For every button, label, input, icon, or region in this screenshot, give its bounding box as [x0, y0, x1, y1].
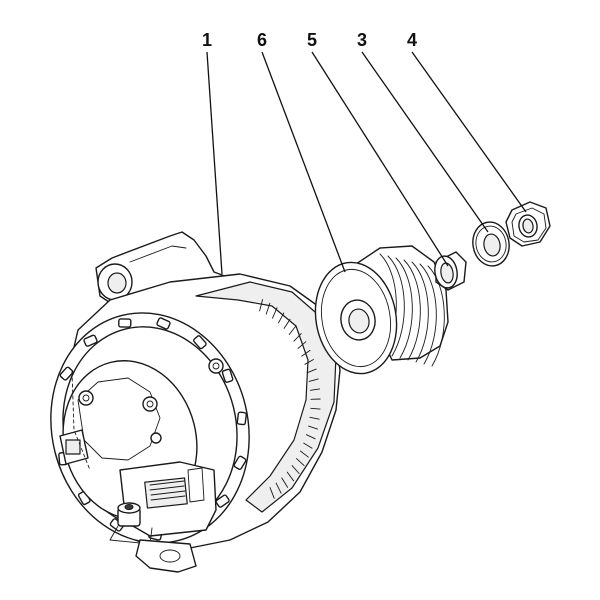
- leader-5: [311, 51, 449, 267]
- leader-1: [206, 51, 223, 275]
- leader-3: [361, 51, 489, 233]
- callout-3: 3: [356, 30, 368, 50]
- callout-5: 5: [306, 30, 318, 50]
- hex-nut: [505, 201, 551, 247]
- leader-4: [411, 51, 527, 213]
- callout-4: 4: [406, 30, 418, 50]
- washer: [472, 221, 510, 267]
- alternator: [50, 231, 341, 573]
- pulley: [314, 245, 449, 375]
- leader-6: [261, 51, 346, 273]
- callout-6: 6: [256, 30, 268, 50]
- spacer-sleeve: [434, 251, 467, 291]
- leader-lines: [206, 51, 527, 275]
- callout-1: 1: [201, 30, 213, 50]
